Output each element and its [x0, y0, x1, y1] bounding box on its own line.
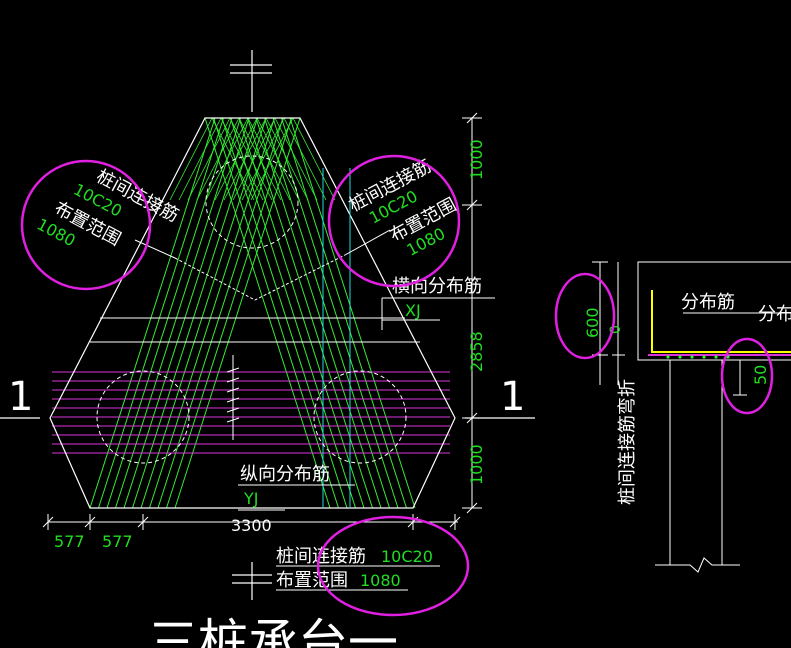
rebar-line — [265, 117, 309, 201]
rebar-line — [229, 117, 273, 201]
rebar-line — [169, 117, 213, 201]
annotation-transverse: 横向分布筋 XJ — [381, 276, 495, 330]
rebar-line — [123, 117, 250, 509]
rebar-line — [289, 117, 416, 509]
circle-highlight-icon — [316, 515, 470, 617]
rebar-line — [283, 117, 327, 201]
rebar-line — [204, 117, 331, 509]
dim-vertical-1: 1000 — [467, 139, 486, 180]
rebar-line — [174, 117, 301, 509]
annotation-bottom-spec: 10C20 — [381, 547, 433, 566]
horizontal-dimension — [42, 514, 461, 530]
section-rebar-bar — [651, 290, 791, 353]
annotation-bottom-range-label: 布置范围 — [276, 570, 348, 591]
rebar-line — [115, 117, 241, 509]
drawing-title: 三桩承台一 — [148, 614, 398, 648]
rebar-line — [149, 117, 275, 509]
rebar-line — [230, 117, 356, 509]
rebar-line — [250, 117, 294, 201]
annotation-longitudinal-label: 纵向分布筋 — [240, 464, 330, 485]
pile-circle-icon — [205, 155, 299, 249]
rebar-line — [264, 117, 390, 509]
rebar-line — [274, 117, 318, 201]
dim-vertical-2: 2858 — [467, 331, 486, 372]
connecting-rebar-range-line — [174, 254, 346, 301]
pile-circle-icon — [96, 370, 190, 464]
axis-cross-icon — [230, 50, 272, 600]
rebar-line — [157, 117, 284, 509]
section-mark-right: 1 — [500, 374, 525, 420]
rebar-line — [255, 117, 382, 509]
rebar-line — [106, 117, 233, 509]
rebar-line — [98, 117, 224, 509]
dim-horizontal-left-1: 577 — [54, 532, 85, 551]
rebar-line — [292, 117, 336, 201]
annotation-bottom-label: 桩间连接筋 — [276, 546, 366, 567]
dim-vertical-3: 1000 — [467, 444, 486, 485]
rebar-line — [166, 117, 292, 509]
centerline-ticks — [226, 367, 240, 423]
annotation-bottom-range: 1080 — [360, 571, 401, 590]
section-dim-50: 50 — [751, 365, 770, 385]
rebar-line — [241, 117, 285, 201]
rebar-line — [211, 117, 255, 201]
rebar-line — [256, 117, 300, 201]
section-dim-0: 0 — [608, 325, 624, 334]
horizontal-rebar-hatch — [52, 371, 450, 454]
annotation-left: 桩间连接筋 10C20 布置范围 1080 — [34, 166, 182, 250]
leader-line-right — [344, 229, 391, 256]
highlight-circles — [20, 154, 774, 617]
section-dim-600: 600 — [583, 307, 602, 338]
rebar-line — [223, 117, 267, 201]
rebar-line — [221, 117, 348, 509]
rebar-line — [238, 117, 282, 201]
rebar-line — [272, 117, 399, 509]
rebar-line — [281, 117, 407, 509]
circle-highlight-icon — [327, 154, 461, 288]
vertical-dimension — [462, 112, 482, 514]
dim-horizontal-left-2: 577 — [102, 532, 133, 551]
circle-highlight-icon — [20, 159, 152, 291]
rebar-line — [132, 117, 258, 509]
diagonal-rebar-hatch — [89, 117, 416, 509]
annotation-longitudinal-code: YJ — [243, 489, 259, 508]
section-rebar-dots — [666, 355, 730, 359]
annotation-transverse-label: 横向分布筋 — [392, 276, 482, 297]
section-rebar-label-2: 分布 — [758, 304, 791, 325]
circle-highlight-icon — [720, 337, 774, 415]
pile-circle-icon — [313, 370, 407, 464]
annotation-longitudinal: 纵向分布筋 YJ — [238, 464, 355, 511]
annotation-transverse-code: XJ — [405, 301, 421, 320]
rebar-line — [89, 117, 216, 509]
pile-cap-outline — [49, 117, 456, 509]
rebar-line — [232, 117, 276, 201]
dim-horizontal-total: 3300 — [231, 516, 272, 535]
annotation-bottom: 桩间连接筋 10C20 布置范围 1080 — [276, 546, 440, 591]
rebar-line — [140, 117, 267, 509]
rebar-line — [220, 117, 264, 201]
rebar-line — [214, 117, 258, 201]
rebar-line — [196, 117, 240, 201]
rebar-line — [205, 117, 249, 201]
circle-highlight-icon — [554, 272, 616, 360]
rebar-line — [187, 117, 231, 201]
section-bend-label: 桩间连接筋弯折 — [617, 379, 638, 505]
rebar-line — [178, 117, 222, 201]
section-mark-left: 1 — [8, 374, 33, 420]
rebar-line — [247, 117, 373, 509]
leader-line-left — [134, 239, 176, 259]
section-rebar-label-1: 分布筋 — [681, 292, 735, 313]
rebar-line — [213, 117, 339, 509]
